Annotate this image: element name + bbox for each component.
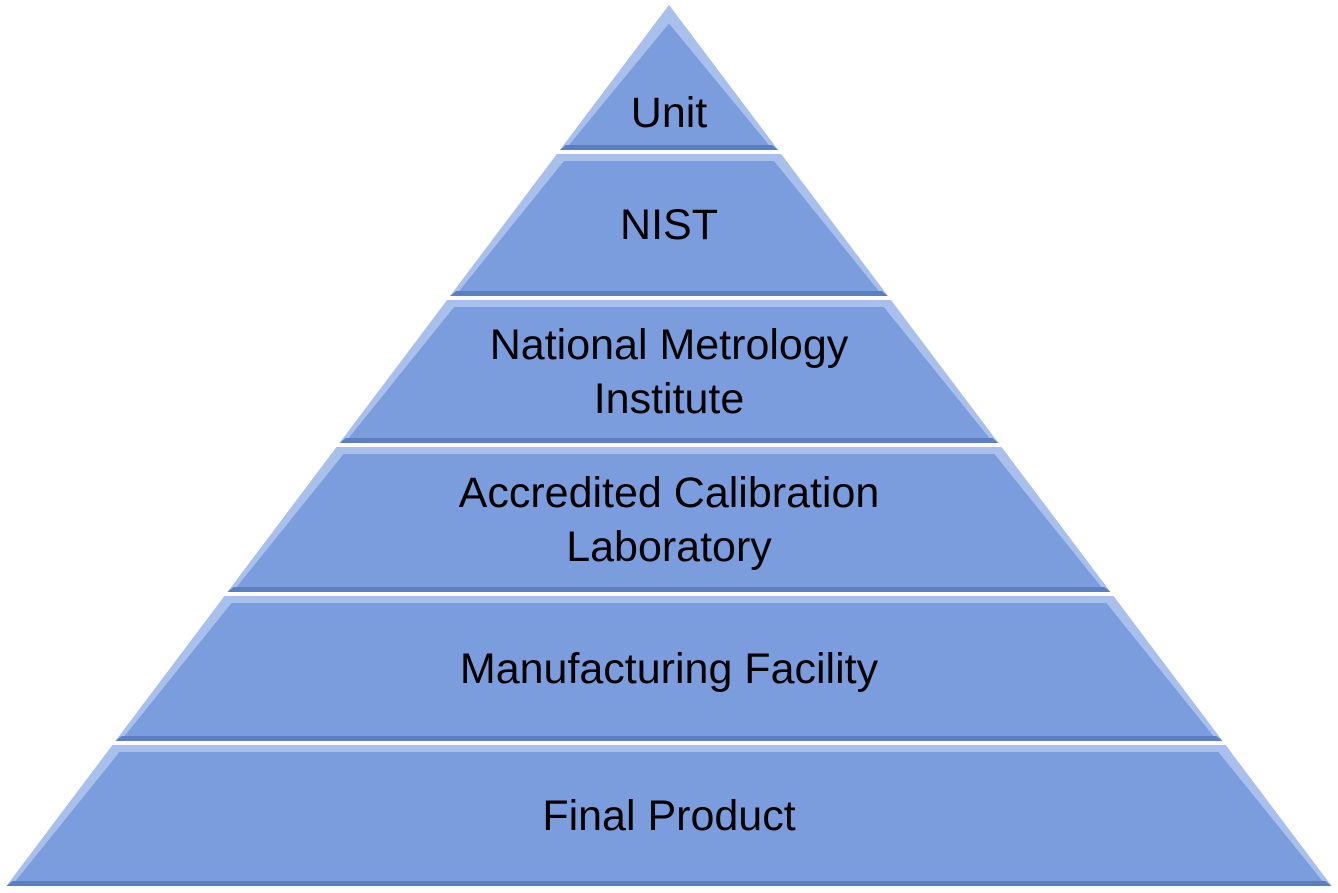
tier-bottom-bevel	[339, 438, 999, 443]
tier-label-manufacturing-facility: Manufacturing Facility	[459, 644, 879, 693]
tier-label-national-metrology-institute: National Metrology Institute	[489, 320, 849, 423]
tier-right-bevel	[662, 5, 779, 150]
tier-left-bevel	[6, 745, 120, 886]
tier-bottom-bevel	[450, 291, 888, 296]
tier-left-bevel	[227, 447, 344, 592]
tier-top-bevel	[447, 300, 891, 307]
tier-fill	[227, 447, 1111, 592]
tier-fill	[115, 596, 1223, 741]
tier-bottom-bevel	[115, 736, 1223, 741]
tier-fill	[559, 5, 779, 150]
tier-fill	[6, 745, 1332, 886]
tier-top-bevel	[112, 745, 1226, 752]
tier-left-bevel	[115, 596, 232, 741]
tier-left-bevel	[559, 5, 676, 150]
tier-right-bevel	[994, 447, 1111, 592]
tier-top-bevel	[224, 596, 1114, 603]
tier-national-metrology-institute	[339, 300, 999, 443]
tier-fill	[450, 154, 888, 296]
tier-nist	[450, 154, 888, 296]
tier-right-bevel	[774, 154, 888, 296]
tier-right-bevel	[1218, 745, 1332, 886]
tier-label-final-product: Final Product	[542, 791, 796, 840]
tier-unit	[559, 5, 779, 150]
tier-bottom-bevel	[227, 587, 1111, 592]
tier-left-bevel	[339, 300, 455, 443]
tier-top-bevel	[336, 447, 1002, 454]
tier-right-bevel	[883, 300, 999, 443]
tier-label-unit: Unit	[630, 89, 708, 137]
tier-right-bevel	[1106, 596, 1223, 741]
tier-fill	[339, 300, 999, 443]
tier-label-accredited-calibration-laboratory: Accredited Calibration Laboratory	[458, 468, 880, 571]
tier-final-product	[6, 745, 1332, 886]
tier-label-nist: NIST	[620, 201, 718, 249]
tier-bottom-bevel	[6, 881, 1332, 886]
tier-accredited-calibration-laboratory	[227, 447, 1111, 592]
tier-bottom-bevel	[559, 145, 779, 150]
tier-manufacturing-facility	[115, 596, 1223, 741]
tier-top-bevel	[556, 154, 782, 161]
tier-left-bevel	[450, 154, 564, 296]
